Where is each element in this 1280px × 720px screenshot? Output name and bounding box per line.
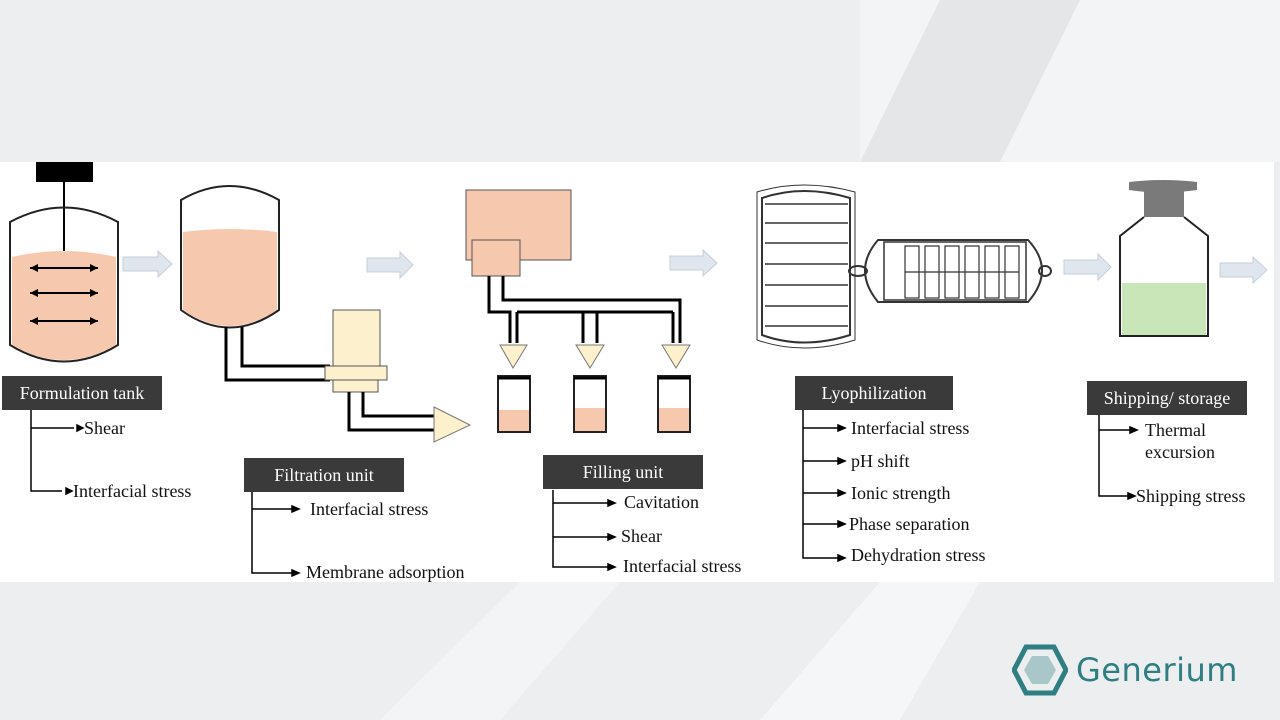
stress-item: Shear [621,526,662,546]
filtration-unit [180,185,472,443]
stress-item: Interfacial stress [851,418,970,438]
shipping-storage-label: Shipping/ storage [1087,381,1247,415]
stress-item: Thermal excursion [1145,420,1215,462]
lyophilization-label: Lyophilization [795,376,953,410]
hexagon-logo-icon [1012,644,1068,696]
filtration-unit-label: Filtration unit [244,458,404,492]
lyophilizer [756,184,1052,349]
formulation-tank-label: Formulation tank [2,376,162,410]
formulation-tank [9,162,119,363]
filling-unit [465,189,691,433]
stress-connectors [30,410,1139,578]
stress-item: Membrane adsorption [306,562,465,582]
stress-item: Shear [84,418,125,438]
flow-arrows [122,248,1268,285]
stress-item: Interfacial stress [623,556,742,576]
brand-name: Generium [1076,651,1238,689]
stress-item: Interfacial stress [310,499,429,519]
stress-item: Ionic strength [851,483,951,503]
generium-logo: Generium [1012,644,1238,696]
stress-item: Interfacial stress [73,481,192,501]
stress-item: Shipping stress [1136,486,1246,506]
stress-item: Dehydration stress [851,545,986,565]
stress-item: pH shift [851,451,910,471]
stress-item: Cavitation [624,492,699,512]
stress-item: Phase separation [849,514,970,534]
shipping-bottle [1119,180,1209,337]
filling-unit-label: Filling unit [543,455,703,489]
